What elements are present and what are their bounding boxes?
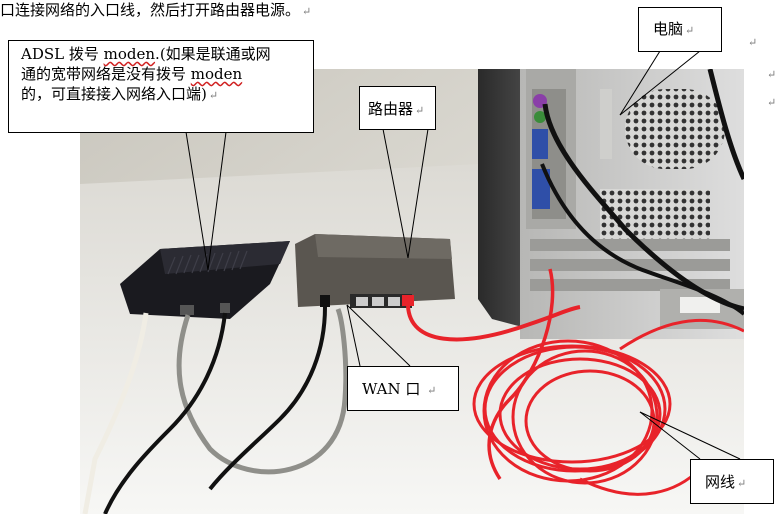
network-setup-photo (80, 69, 744, 514)
paragraph-mark-icon: ↵ (302, 5, 312, 18)
adsl-callout-line-3: 的，可直接接入网络入口端)↵ (21, 85, 219, 103)
paragraph-mark-icon: ↵ (685, 24, 695, 37)
paragraph-mark-icon: ↵ (415, 104, 425, 117)
adsl-callout-line-1: ADSL 拨号 moden.(如果是联通或网 (21, 45, 271, 63)
paragraph-mark-icon: ↵ (208, 89, 219, 102)
paragraph-mark-icon: ↵ (748, 36, 758, 49)
document-top-text: 口连接网络的入口线，然后打开路由器电源。↵ (0, 1, 312, 19)
router-callout: 路由器↵ (359, 86, 436, 130)
paragraph-mark-icon: ↵ (737, 477, 747, 490)
adsl-modem-callout: ADSL 拨号 moden.(如果是联通或网 通的宽带网络是没有拨号 moden… (8, 40, 314, 133)
computer-callout: 电脑↵ (638, 7, 722, 52)
paragraph-mark-icon: ↵ (767, 68, 777, 81)
wan-port-callout: WAN 口 ↵ (347, 366, 459, 411)
network-cable-callout: 网线↵ (690, 459, 774, 504)
photo-illustration (80, 69, 744, 514)
adsl-callout-line-2: 通的宽带网络是没有拨号 moden (21, 65, 243, 83)
paragraph-mark-icon: ↵ (427, 384, 437, 397)
paragraph-mark-icon: ↵ (767, 96, 777, 109)
